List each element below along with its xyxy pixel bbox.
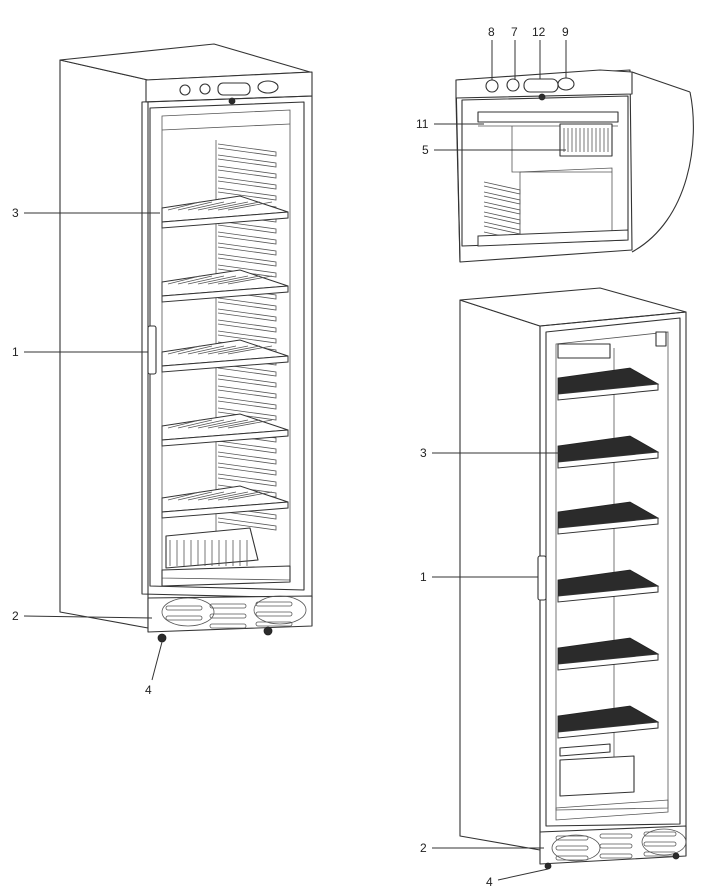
callout-12: 12 xyxy=(532,25,546,39)
rack-slat xyxy=(483,211,521,225)
callout-1-left: 1 xyxy=(12,345,19,359)
rack-slat xyxy=(483,181,521,195)
callout-9: 9 xyxy=(562,25,569,39)
callout-8: 8 xyxy=(488,25,495,39)
rack-slat xyxy=(217,385,277,399)
rack-slat xyxy=(217,187,277,201)
grille-slot xyxy=(209,623,247,629)
rack-slat xyxy=(483,201,521,215)
control-panel-detail: 8 7 12 9 11 5 xyxy=(416,25,694,263)
wine-shelf xyxy=(161,485,289,519)
grille-slot xyxy=(209,613,247,619)
beverage-shelf xyxy=(557,637,660,671)
callout-1-right: 1 xyxy=(420,570,427,584)
grille-slot xyxy=(255,611,293,617)
rack-slat xyxy=(217,473,277,487)
wine-shelf xyxy=(161,413,289,447)
callout-3-right: 3 xyxy=(420,446,427,460)
callout-2-right: 2 xyxy=(420,841,427,855)
rack-slat xyxy=(217,154,277,168)
rack-slat xyxy=(217,440,277,454)
grille-slot xyxy=(643,831,677,837)
rack-slat xyxy=(217,517,277,531)
rack-slat xyxy=(217,319,277,333)
rack-slat xyxy=(483,191,521,205)
beverage-shelf xyxy=(557,435,660,469)
grille-slot xyxy=(599,833,633,839)
door-handle xyxy=(147,325,157,375)
rack-slat xyxy=(217,176,277,190)
rack-slat xyxy=(217,143,277,157)
grille-slot xyxy=(165,615,203,621)
rack-slat xyxy=(217,231,277,245)
callout-7: 7 xyxy=(511,25,518,39)
callout-4-left: 4 xyxy=(145,683,152,697)
grille-slot xyxy=(555,855,589,861)
callout-5: 5 xyxy=(422,143,429,157)
callout-11: 11 xyxy=(416,117,429,131)
rack-slat xyxy=(217,165,277,179)
rack-slat xyxy=(217,297,277,311)
rack-slat xyxy=(217,396,277,410)
grille-slot xyxy=(165,605,203,611)
wine-shelf xyxy=(161,339,289,373)
grille-slot xyxy=(555,845,589,851)
callout-2-left: 2 xyxy=(12,609,19,623)
door-handle-right xyxy=(537,555,547,601)
rack-slat xyxy=(217,330,277,344)
grille-slot xyxy=(599,853,633,859)
beverage-shelf xyxy=(557,367,660,401)
rack-slat xyxy=(217,253,277,267)
wine-shelf xyxy=(161,195,289,229)
rack-slat xyxy=(483,221,521,235)
beverage-shelf xyxy=(557,501,660,535)
grille-slot xyxy=(643,841,677,847)
rack-slat xyxy=(217,451,277,465)
grille-slot xyxy=(209,603,247,609)
callout-3-left: 3 xyxy=(12,206,19,220)
rack-slat xyxy=(217,462,277,476)
rack-slat xyxy=(217,220,277,234)
grille-slot xyxy=(255,621,293,627)
beverage-cooler-illustration: 3 1 2 4 xyxy=(420,287,687,889)
rack-slat xyxy=(217,242,277,256)
grille-slot xyxy=(555,835,589,841)
beverage-shelf xyxy=(557,569,660,603)
rack-slat xyxy=(217,308,277,322)
rack-slat xyxy=(217,374,277,388)
callout-4-right: 4 xyxy=(486,875,493,889)
beverage-shelf xyxy=(557,705,660,739)
wine-shelf xyxy=(161,269,289,303)
wine-cooler-illustration: 3 1 2 4 xyxy=(12,43,313,697)
rack-slat xyxy=(217,363,277,377)
bottom-bottle-crate xyxy=(161,527,291,587)
